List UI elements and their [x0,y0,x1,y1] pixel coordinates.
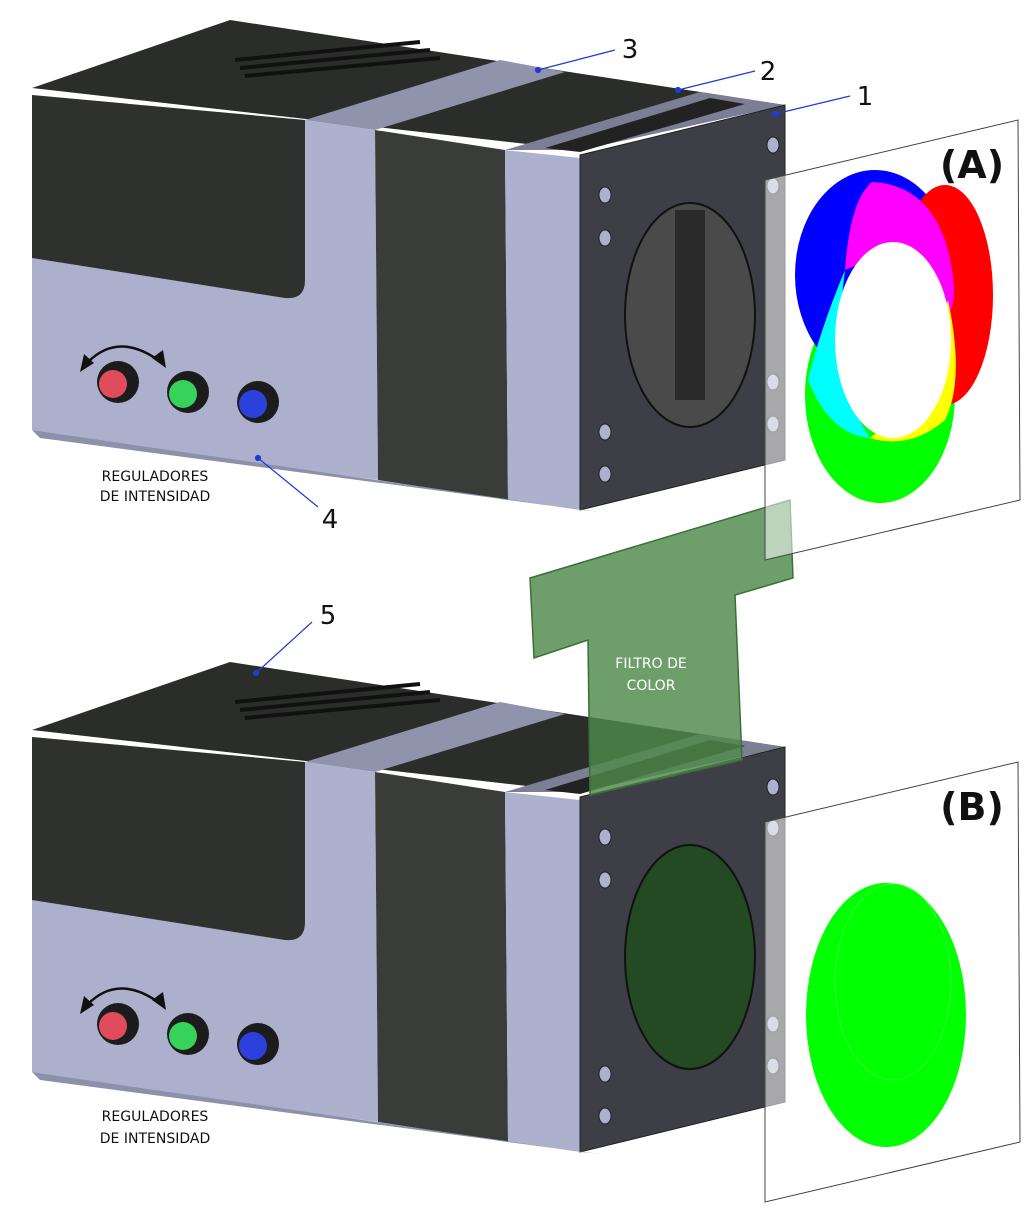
bottom-light-source-device [30,660,787,1156]
top-caption-line1: REGULADORES [102,469,209,485]
callout-4: 4 [322,505,339,535]
callout-3: 3 [622,35,639,65]
callout-2: 2 [760,57,777,87]
top-light-source-device [30,18,787,514]
panel-label-a: (A) [940,143,1004,187]
projection-screen-b: (B) [764,761,1021,1203]
green-projection [806,883,966,1147]
filter-label-line1: FILTRO DE [615,656,686,672]
top-caption-line2: DE INTENSIDAD [100,489,210,505]
color-filter: FILTRO DE COLOR [529,499,794,796]
bottom-aperture [624,844,756,1070]
callout-5: 5 [320,601,337,631]
filter-label-line2: COLOR [627,678,676,694]
rgb-overlap-circles [795,170,993,503]
bottom-caption-line1: REGULADORES [102,1109,209,1125]
panel-label-b: (B) [940,785,1004,829]
callout-1: 1 [857,82,874,112]
projection-screen-a: (A) [764,119,1021,561]
bottom-caption-line2: DE INTENSIDAD [100,1131,210,1147]
